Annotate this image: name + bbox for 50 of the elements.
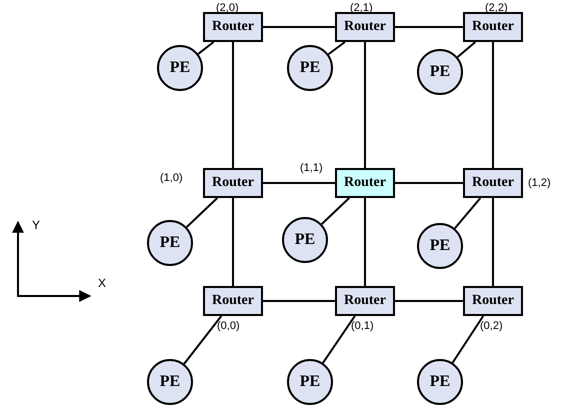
coordinate-label: (1,0) xyxy=(160,172,183,184)
link-line xyxy=(456,41,476,58)
link-line xyxy=(452,315,484,364)
axis-label: Y xyxy=(32,218,40,232)
link-line xyxy=(322,315,356,364)
link-line xyxy=(328,41,346,56)
link-line xyxy=(183,315,222,364)
coordinate-label: (0,1) xyxy=(351,320,374,332)
coordinate-label: (1,1) xyxy=(300,162,323,174)
pe-circle: PE xyxy=(417,223,463,269)
pe-circle: PE xyxy=(287,45,333,91)
link-line xyxy=(232,42,234,168)
link-line xyxy=(364,198,366,286)
router-box: Router xyxy=(463,12,523,42)
link-line xyxy=(320,197,350,225)
coordinate-label: (0,2) xyxy=(480,320,503,332)
link-line xyxy=(263,182,335,184)
pe-circle: PE xyxy=(417,49,463,95)
link-line xyxy=(232,198,234,286)
link-line xyxy=(364,42,366,168)
link-line xyxy=(492,42,494,168)
router-box: Router xyxy=(203,12,263,42)
router-box: Router xyxy=(463,286,523,316)
link-line xyxy=(186,197,218,228)
coordinate-label: (1,2) xyxy=(528,177,551,189)
coordinate-label: (2,2) xyxy=(485,2,508,14)
link-line xyxy=(454,197,482,230)
pe-circle: PE xyxy=(157,45,203,91)
link-line xyxy=(492,198,494,286)
pe-circle: PE xyxy=(282,217,328,263)
router-box: Router xyxy=(463,168,523,198)
pe-circle: PE xyxy=(287,359,333,405)
link-line xyxy=(395,26,463,28)
router-box: Router xyxy=(335,168,395,198)
link-line xyxy=(263,26,335,28)
axis-label: X xyxy=(98,276,106,290)
coordinate-label: (0,0) xyxy=(217,320,240,332)
link-line xyxy=(263,300,335,302)
link-line xyxy=(395,182,463,184)
router-box: Router xyxy=(203,286,263,316)
link-line xyxy=(395,300,463,302)
coordinate-label: (2,1) xyxy=(350,2,373,14)
router-box: Router xyxy=(335,12,395,42)
pe-circle: PE xyxy=(147,220,193,266)
pe-circle: PE xyxy=(417,359,463,405)
router-box: Router xyxy=(203,168,263,198)
router-box: Router xyxy=(335,286,395,316)
pe-circle: PE xyxy=(147,359,193,405)
link-line xyxy=(198,41,214,55)
coordinate-label: (2,0) xyxy=(216,2,239,14)
